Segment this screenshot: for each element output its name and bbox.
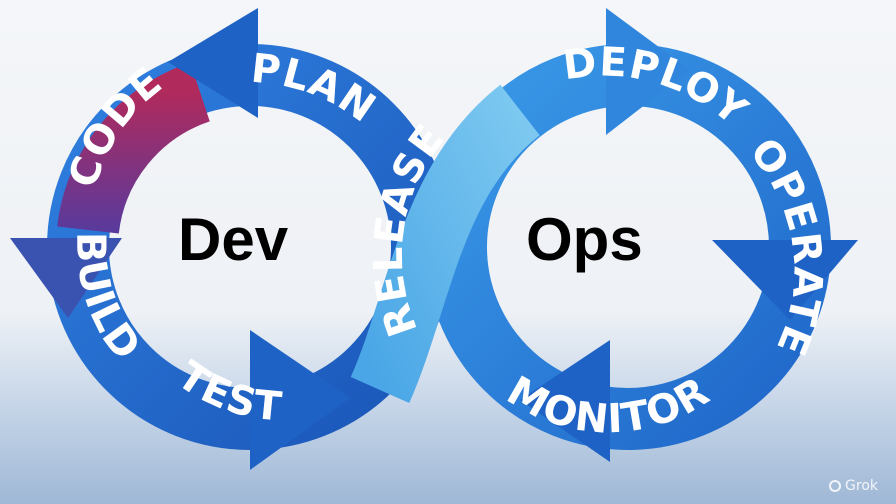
watermark-text: Grok — [845, 478, 878, 494]
release-segment — [350, 84, 541, 403]
arrow-head-test — [250, 330, 350, 470]
arrow-head-build — [10, 238, 122, 318]
dev-title: Dev — [178, 206, 289, 273]
code-segment — [57, 62, 211, 235]
arrow-head-operate — [712, 240, 858, 320]
ops-title: Ops — [526, 206, 643, 273]
arrow-head-monitor — [520, 340, 610, 462]
watermark: Grok — [829, 478, 878, 494]
arrow-head-deploy — [606, 8, 690, 135]
arrow-head-plan — [168, 8, 258, 118]
grok-logo-icon — [829, 480, 842, 492]
